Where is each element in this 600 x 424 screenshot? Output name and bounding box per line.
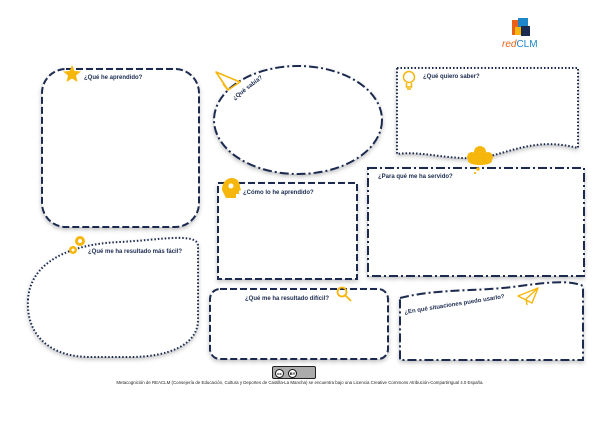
- easiest-label: ¿Qué me ha resultado más fácil?: [88, 249, 183, 255]
- easiest-blob[interactable]: [26, 236, 199, 358]
- learned-box[interactable]: [41, 68, 200, 228]
- how-learned-label: ¿Cómo lo he aprendido?: [243, 190, 314, 196]
- cc-icon: cc: [275, 368, 284, 378]
- situations-box[interactable]: [399, 281, 584, 361]
- useful-for-box[interactable]: [367, 167, 585, 277]
- learned-label: ¿Qué he aprendido?: [84, 75, 143, 81]
- paper-plane-icon: [215, 71, 241, 91]
- magnifier-icon: [336, 286, 352, 302]
- license-footer: Metacognición de REACLM (Consejería de E…: [116, 380, 484, 385]
- head-gears-icon: [222, 178, 241, 198]
- knew-ellipse[interactable]: [213, 65, 383, 175]
- want-to-know-box[interactable]: [396, 67, 579, 160]
- logo-name: CLM: [516, 39, 538, 50]
- how-learned-box[interactable]: [217, 182, 358, 280]
- hardest-label: ¿Qué me ha resultado difícil?: [245, 296, 330, 302]
- paper-plane-icon-2: [517, 287, 539, 306]
- logo-prefix: red: [502, 39, 517, 50]
- gears-icon: [69, 236, 85, 254]
- star-icon: [63, 65, 81, 82]
- lightbulb-icon: [402, 70, 416, 90]
- logo-text: redCLM: [502, 40, 538, 50]
- useful-for-label: ¿Para qué me ha servido?: [378, 174, 453, 180]
- want-to-know-label: ¿Qué quiero saber?: [423, 74, 480, 80]
- logo-mark: [512, 18, 530, 36]
- by-icon: BY: [288, 368, 297, 378]
- hardest-box[interactable]: [209, 288, 389, 360]
- thought-cloud-icon: [467, 146, 493, 175]
- license-badge[interactable]: cc BY: [272, 366, 316, 379]
